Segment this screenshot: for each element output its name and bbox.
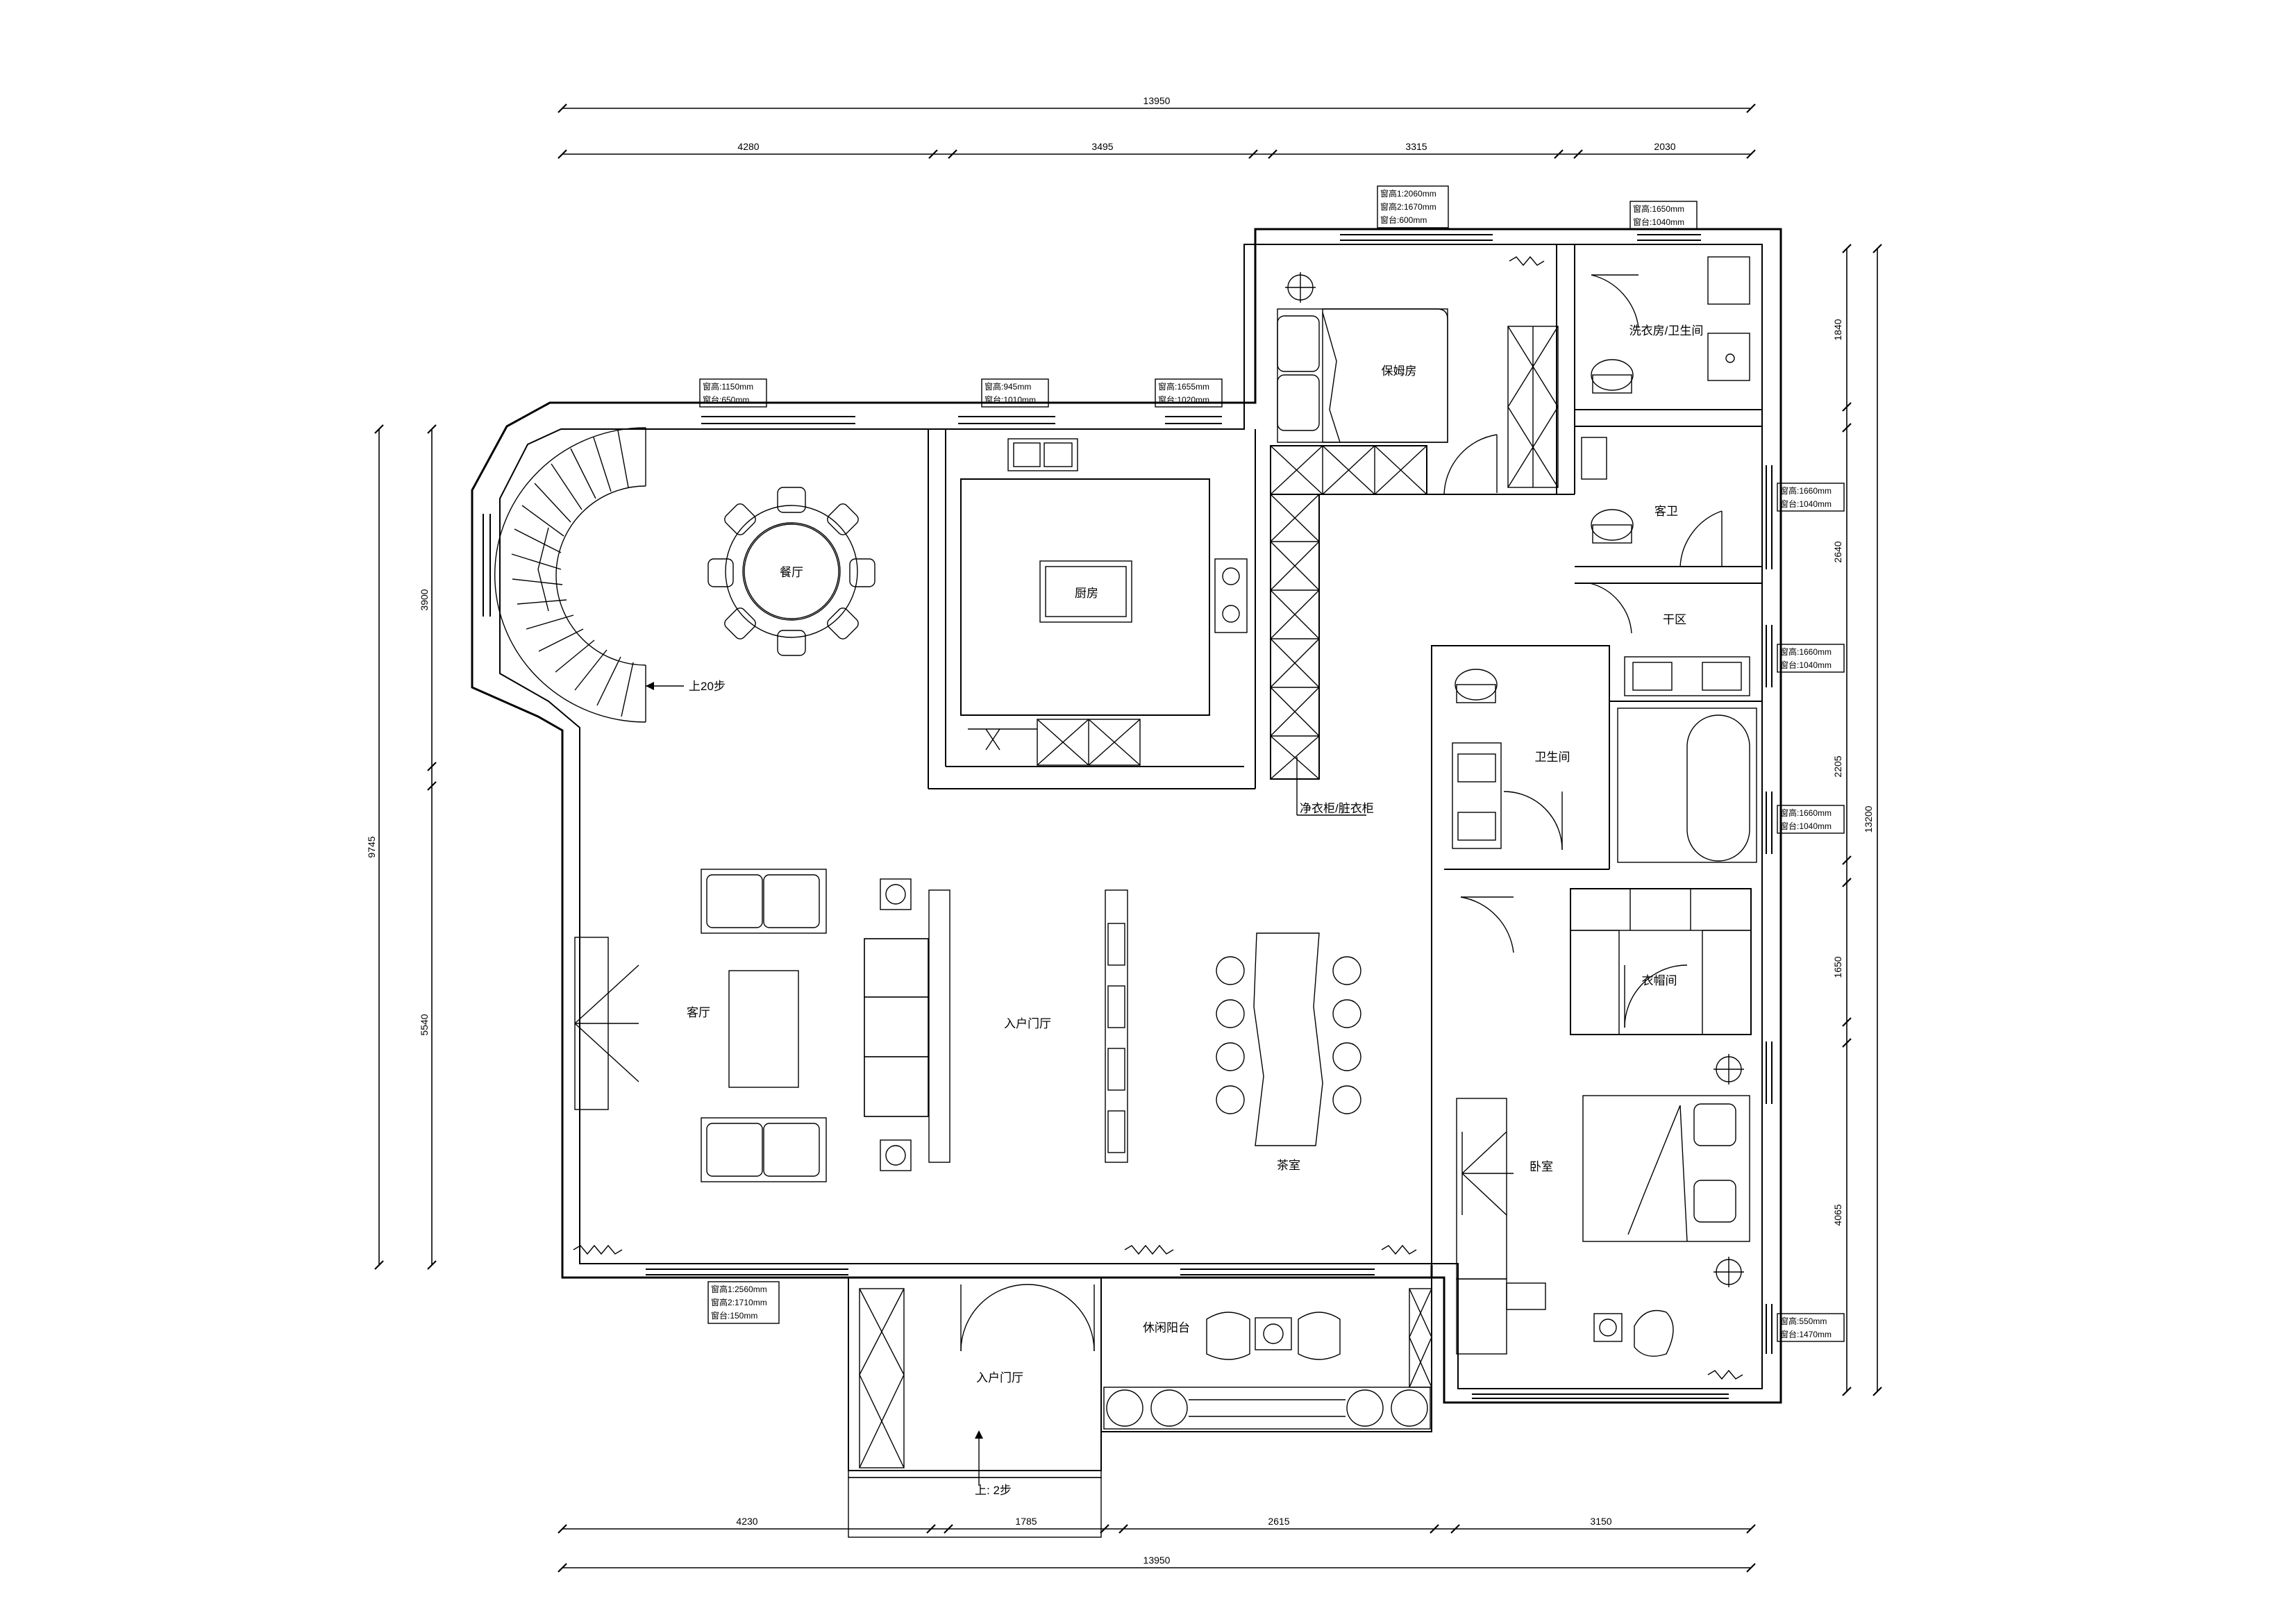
- dimension-top: 13950 4280 3495 3315 2030: [558, 95, 1756, 159]
- dining-table: 餐厅: [707, 487, 875, 656]
- svg-text:窗高:1655mm: 窗高:1655mm: [1158, 381, 1209, 392]
- dim-left-total: 9745: [366, 836, 377, 857]
- wardrobe-column: 净衣柜/脏衣柜: [1270, 445, 1427, 816]
- window-note-bedroom: 窗高:550mm 窗台:1470mm: [1777, 1313, 1845, 1342]
- room-label-living: 客厅: [687, 1006, 710, 1019]
- svg-text:窗高:550mm: 窗高:550mm: [1780, 1316, 1827, 1326]
- svg-text:窗高:1660mm: 窗高:1660mm: [1780, 807, 1832, 818]
- dim-right-total: 13200: [1863, 805, 1874, 832]
- bedroom: 卧室: [1456, 1054, 1750, 1357]
- svg-text:窗台:1040mm: 窗台:1040mm: [1780, 499, 1832, 509]
- dim-top-total: 13950: [1143, 95, 1171, 106]
- foyer-tea: 入户门厅 茶室: [1004, 889, 1361, 1172]
- svg-text:窗高:1660mm: 窗高:1660mm: [1780, 485, 1832, 496]
- dim-bottom-seg-4: 3150: [1590, 1516, 1611, 1527]
- window-note-dining: 窗高:1150mm 窗台:650mm: [699, 378, 767, 408]
- spiral-staircase: 上20步: [494, 427, 726, 723]
- guest-bath: 客卫 干区: [1575, 505, 1762, 696]
- svg-text:窗高:1650mm: 窗高:1650mm: [1633, 203, 1684, 214]
- dim-bottom-total: 13950: [1143, 1555, 1171, 1566]
- stairs-up-label: 上20步: [689, 680, 726, 693]
- room-label-tea: 茶室: [1277, 1159, 1300, 1172]
- dim-left-seg-1: 3900: [419, 589, 430, 610]
- living-room: 客厅: [574, 869, 950, 1182]
- room-label-leisure-balcony: 休闲阳台: [1143, 1321, 1190, 1334]
- entry-foyer: 入户门厅 上: 2步: [848, 1277, 1102, 1538]
- svg-text:窗台:600mm: 窗台:600mm: [1380, 215, 1427, 225]
- svg-text:窗高1:2560mm: 窗高1:2560mm: [711, 1284, 767, 1294]
- svg-text:窗高:945mm: 窗高:945mm: [984, 381, 1031, 392]
- window-note-living: 窗高1:2560mm 窗高2:1710mm 窗台:150mm: [707, 1281, 780, 1324]
- svg-text:窗高:1660mm: 窗高:1660mm: [1780, 646, 1832, 657]
- svg-text:窗高:1150mm: 窗高:1150mm: [703, 381, 753, 392]
- window-marks: [483, 234, 1773, 1399]
- entry-steps-label: 上: 2步: [975, 1484, 1012, 1497]
- room-label-bedroom: 卧室: [1530, 1160, 1553, 1173]
- leisure-balcony: 休闲阳台: [1100, 1277, 1432, 1432]
- room-label-bathroom: 卫生间: [1535, 751, 1570, 764]
- svg-text:窗高1:2060mm: 窗高1:2060mm: [1380, 188, 1436, 199]
- dim-top-seg-4: 2030: [1654, 141, 1675, 152]
- window-note-laundry: 窗高:1650mm 窗台:1040mm: [1629, 201, 1698, 230]
- svg-text:窗台:1010mm: 窗台:1010mm: [984, 394, 1036, 405]
- dim-top-seg-2: 3495: [1091, 141, 1113, 152]
- bathroom: 卫生间: [1431, 645, 1762, 1278]
- room-label-nanny: 保姆房: [1382, 365, 1417, 378]
- dim-right-seg-4: 1650: [1832, 956, 1843, 978]
- dim-right-seg-3: 2205: [1832, 755, 1843, 777]
- dim-bottom-seg-1: 4230: [736, 1516, 757, 1527]
- window-note-dry-zone: 窗高:1660mm 窗台:1040mm: [1777, 644, 1845, 673]
- wardrobe-note: 净衣柜/脏衣柜: [1300, 802, 1374, 815]
- room-label-dining: 餐厅: [780, 566, 803, 579]
- window-note-kitchen-1: 窗高:945mm 窗台:1010mm: [981, 378, 1049, 408]
- svg-text:窗台:1040mm: 窗台:1040mm: [1780, 660, 1832, 670]
- room-label-foyer-center: 入户门厅: [1004, 1017, 1051, 1030]
- dim-bottom-seg-2: 1785: [1015, 1516, 1037, 1527]
- svg-text:窗高2:1710mm: 窗高2:1710mm: [711, 1297, 767, 1307]
- room-label-entry-foyer: 入户门厅: [976, 1371, 1023, 1384]
- dim-right-seg-1: 1840: [1832, 319, 1843, 340]
- window-note-guest-bath: 窗高:1660mm 窗台:1040mm: [1777, 483, 1845, 512]
- svg-text:窗台:1470mm: 窗台:1470mm: [1780, 1329, 1832, 1339]
- room-label-laundry: 洗衣房/卫生间: [1629, 324, 1704, 337]
- dim-bottom-seg-3: 2615: [1268, 1516, 1289, 1527]
- svg-text:窗台:1020mm: 窗台:1020mm: [1158, 394, 1209, 405]
- svg-text:窗台:150mm: 窗台:150mm: [711, 1310, 757, 1321]
- svg-text:窗台:1040mm: 窗台:1040mm: [1633, 217, 1684, 227]
- exterior-walls: [471, 228, 1782, 1404]
- dimension-bottom: 4230 1785 2615 3150 13950: [558, 1516, 1756, 1573]
- room-label-guest-bath: 客卫: [1654, 505, 1678, 518]
- window-note-kitchen-2: 窗高:1655mm 窗台:1020mm: [1155, 378, 1223, 408]
- dim-top-seg-3: 3315: [1405, 141, 1427, 152]
- dim-left-seg-2: 5540: [419, 1014, 430, 1035]
- room-label-closet: 衣帽间: [1642, 974, 1677, 987]
- dim-top-seg-1: 4280: [737, 141, 759, 152]
- dimension-right: 1840 2640 2205 1650 4065 13200: [1832, 244, 1882, 1396]
- window-note-bathroom: 窗高:1660mm 窗台:1040mm: [1777, 805, 1845, 834]
- dim-right-seg-2: 2640: [1832, 541, 1843, 562]
- svg-text:窗台:1040mm: 窗台:1040mm: [1780, 821, 1832, 831]
- kitchen: 厨房: [960, 438, 1248, 766]
- closet: 衣帽间: [1460, 888, 1752, 1035]
- laundry-room: 洗衣房/卫生间: [1575, 256, 1762, 480]
- window-note-nanny: 窗高1:2060mm 窗高2:1670mm 窗台:600mm: [1377, 185, 1449, 228]
- room-label-dry-zone: 干区: [1663, 613, 1686, 626]
- nanny-room: 保姆房: [1277, 244, 1575, 495]
- window-notes: 窗高1:2060mm 窗高2:1670mm 窗台:600mm 窗高:1650mm…: [699, 185, 1845, 1342]
- room-label-kitchen: 厨房: [1075, 587, 1098, 600]
- dim-right-seg-5: 4065: [1832, 1204, 1843, 1225]
- svg-text:窗高2:1670mm: 窗高2:1670mm: [1380, 201, 1436, 212]
- dimension-left: 9745 3900 5540: [366, 424, 437, 1270]
- svg-text:窗台:650mm: 窗台:650mm: [703, 394, 749, 405]
